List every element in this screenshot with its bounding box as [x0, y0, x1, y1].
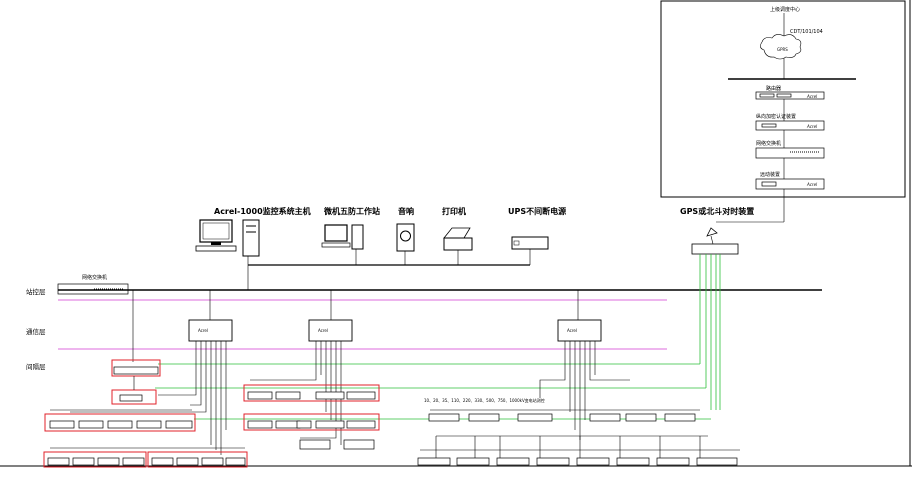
speaker-label: 音响: [398, 206, 414, 216]
gps-label: GPS或北斗对时装置: [680, 206, 754, 216]
auth-brand: Acrel: [806, 124, 818, 129]
comm-manager-3: Acrel: [557, 319, 602, 358]
net-switch-device: [755, 147, 825, 159]
dispatch-center-label: 上级调度中心: [770, 6, 800, 13]
ups-label: UPS不间断电源: [508, 206, 566, 216]
auth-device: [755, 120, 825, 131]
keyboard-icon: [195, 245, 237, 252]
svg-text:Acrel: Acrel: [198, 328, 208, 333]
middle-device-group: [243, 384, 380, 450]
comm-layer-label: 通信层: [26, 327, 46, 336]
station-switch-device: [57, 283, 129, 295]
speaker-icon: [396, 223, 415, 252]
station-layer-label: 站控层: [26, 287, 46, 296]
printer-label: 打印机: [442, 206, 466, 216]
comm-manager-1: Acrel: [188, 319, 233, 358]
svg-text:Acrel: Acrel: [567, 328, 577, 333]
cloud-label: GPRS: [777, 47, 788, 52]
server-tower-icon: [242, 219, 260, 257]
workstation-tower-icon: [351, 224, 364, 250]
station-devices: Acrel-1000监控系统主机 微机五防工作站 音响 打印机 UPS不间断电源…: [195, 206, 754, 257]
gps-device: [691, 243, 739, 255]
five-prevention-label: 微机五防工作站: [323, 206, 380, 216]
remote-device: [755, 178, 825, 190]
dispatch-panel: 上级调度中心 CDT/101/104 GPRS 路由器 Acrel 纵向加密认证…: [660, 0, 906, 198]
right-device-group: 10、20、35、110、220、330、500、750、1000kV变电站测控: [417, 397, 740, 466]
right-group-wiring: [539, 358, 630, 440]
router-label: 路由器: [766, 85, 781, 92]
protocol-label: CDT/101/104: [790, 29, 823, 35]
satellite-dish-icon: [706, 227, 718, 237]
left-group-wiring: [70, 358, 227, 455]
station-switch-label: 网络交换机: [82, 274, 107, 281]
router-brand: Acrel: [806, 94, 818, 99]
left-device-group: [43, 359, 248, 468]
cloud-icon: [760, 34, 802, 60]
printer-icon: [443, 227, 471, 239]
svg-text:Acrel: Acrel: [318, 328, 328, 333]
remote-brand: Acrel: [806, 182, 818, 187]
bay-layer-label: 间隔层: [26, 362, 46, 371]
gps-sync-lines: [155, 254, 721, 420]
auth-device-label: 纵向加密认证装置: [756, 113, 796, 120]
workstation-monitor-icon: [324, 224, 348, 242]
host-label: Acrel-1000监控系统主机: [214, 206, 311, 216]
substation-text: 10、20、35、110、220、330、500、750、1000kV变电站测控: [424, 397, 545, 403]
comm-manager-2: Acrel: [308, 319, 353, 358]
net-switch-label: 网络交换机: [756, 140, 781, 147]
remote-device-label: 远动装置: [760, 171, 780, 178]
